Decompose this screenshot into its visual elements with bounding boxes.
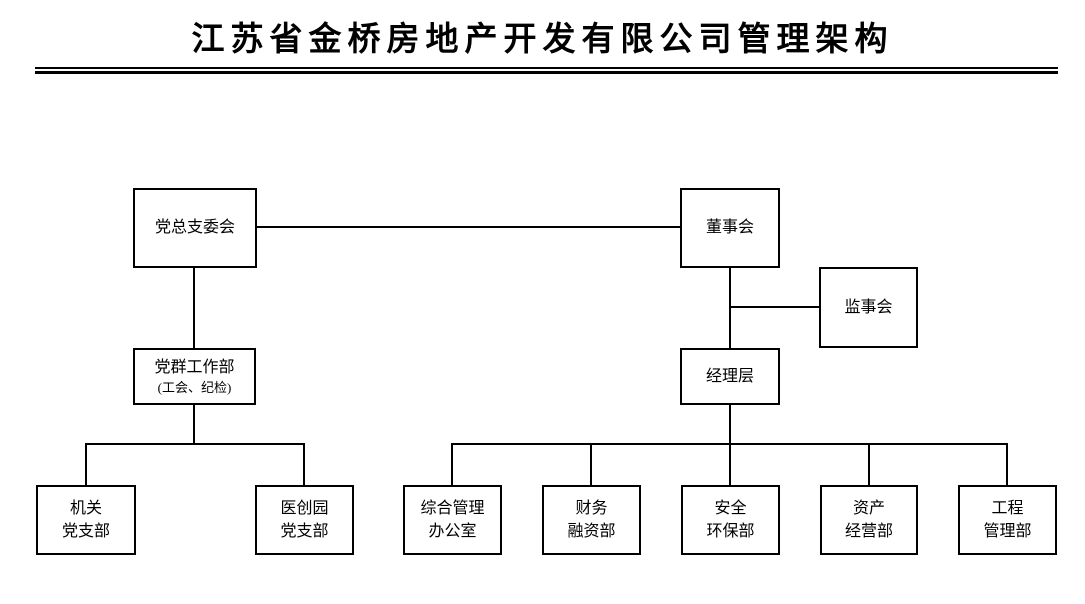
org-node-management-team: 经理层 (680, 348, 780, 405)
connector-departments-horizontal (451, 443, 1008, 445)
node-label-line1: 工程 (991, 499, 1024, 517)
connector-party-branches-horizontal (85, 443, 305, 445)
org-node-general-management-office: 综合管理 办公室 (403, 485, 502, 555)
connector-party-dept-down (193, 405, 195, 445)
org-node-party-committee: 党总支委会 (133, 188, 257, 268)
org-node-safety-environment-dept: 安全 环保部 (681, 485, 780, 555)
connector-drop-yichuangyuan-branch (303, 445, 305, 485)
node-label: 党群工作部 (154, 359, 235, 377)
node-label-line2: 办公室 (428, 523, 477, 540)
org-node-yichuangyuan-party-branch: 医创园 党支部 (255, 485, 354, 555)
node-label: 党总支委会 (154, 219, 235, 237)
connector-party-to-board (257, 226, 680, 228)
node-label-line1: 机关 (69, 499, 102, 517)
connector-drop-engineering-dept (1006, 445, 1008, 485)
org-node-engineering-management-dept: 工程 管理部 (958, 485, 1057, 555)
org-node-asset-operation-dept: 资产 经营部 (820, 485, 918, 555)
node-label-line2: 环保部 (706, 523, 755, 540)
connector-board-down (729, 268, 731, 348)
node-label-line2: 经营部 (844, 523, 893, 540)
connector-drop-finance-dept (590, 445, 592, 485)
node-sublabel: (工会、纪检) (157, 379, 232, 395)
node-label-line2: 党支部 (61, 523, 110, 540)
page-title: 江苏省金桥房地产开发有限公司管理架构 (191, 22, 894, 58)
connector-to-supervisory-board (731, 306, 819, 308)
node-label-line1: 医创园 (280, 499, 329, 517)
node-label-line2: 管理部 (983, 523, 1032, 540)
connector-drop-office-branch (85, 445, 87, 485)
connector-drop-asset-dept (868, 445, 870, 485)
node-label-line2: 融资部 (567, 523, 616, 540)
node-label-line2: 党支部 (280, 523, 329, 540)
node-label: 经理层 (705, 367, 754, 385)
node-label-line1: 综合管理 (420, 499, 485, 517)
node-label: 董事会 (705, 219, 754, 237)
title-divider (35, 67, 1058, 74)
connector-management-down (729, 405, 731, 485)
node-label-line1: 安全 (714, 499, 747, 517)
org-node-party-mass-work-dept: 党群工作部 (工会、纪检) (133, 348, 256, 405)
org-node-finance-financing-dept: 财务 融资部 (542, 485, 641, 555)
org-node-supervisory-board: 监事会 (819, 267, 918, 348)
connector-drop-general-office (451, 445, 453, 485)
node-label-line1: 资产 (852, 499, 885, 517)
node-label-line1: 财务 (575, 499, 608, 517)
connector-party-committee-down (193, 268, 195, 348)
org-node-board-of-directors: 董事会 (680, 188, 780, 268)
node-label: 监事会 (844, 298, 893, 316)
org-node-office-party-branch: 机关 党支部 (36, 485, 136, 555)
